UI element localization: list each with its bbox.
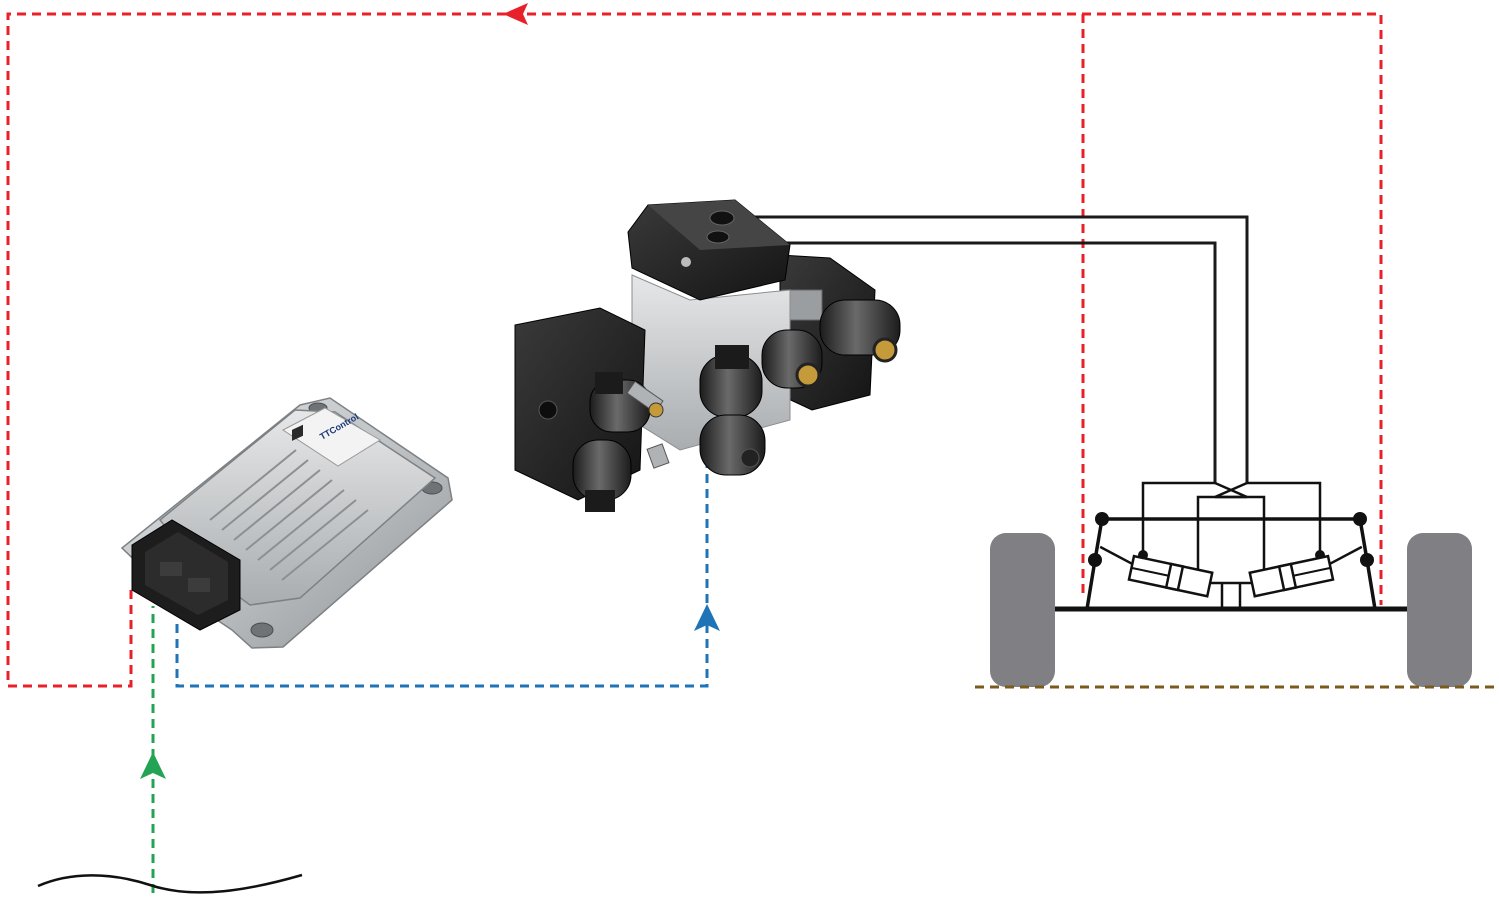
input-signal-wave <box>37 873 303 894</box>
input-arrow-icon <box>140 752 166 779</box>
hydraulic-distribution <box>1141 481 1322 609</box>
solenoid-coil-5 <box>761 329 823 389</box>
hydraulic-line-a <box>742 215 1249 483</box>
valve-bolt <box>681 257 691 267</box>
pivot-joint <box>1088 553 1102 567</box>
ecu-cooling-fins <box>209 449 369 581</box>
valve-port <box>538 400 558 420</box>
pivot-joint <box>1360 553 1374 567</box>
coil-end-cap-icon <box>795 362 821 388</box>
right-hydraulic-cylinder <box>1248 545 1363 598</box>
coil-end-cap-icon <box>872 337 898 363</box>
feedback-arrow-icon <box>503 3 528 25</box>
valve-port <box>706 230 730 244</box>
pivot-joint <box>1095 512 1109 526</box>
valve-fitting <box>626 380 670 469</box>
ecu-mount-hole <box>250 622 274 638</box>
ecu-label-plate <box>282 407 381 467</box>
pivot-joint <box>1353 512 1367 526</box>
input-signal-line <box>140 606 166 893</box>
left-hydraulic-cylinder <box>1099 545 1214 598</box>
ecu-qr-code-icon <box>292 424 303 441</box>
command-arrow-icon <box>694 604 720 631</box>
ecu-connector <box>131 519 241 631</box>
solenoid-coil-4 <box>699 414 766 476</box>
hydraulic-lines <box>742 215 1249 483</box>
axle-assembly <box>990 481 1472 687</box>
right-wheel <box>1407 533 1472 687</box>
left-wheel <box>990 533 1055 687</box>
solenoid-coil-6 <box>819 299 901 363</box>
feedback-line-left-loop <box>6 12 1383 688</box>
solenoid-coil-1 <box>572 439 632 512</box>
hydraulic-valve-block <box>514 199 901 512</box>
hydraulic-line-b <box>742 241 1217 483</box>
feedback-signal-line <box>6 3 1383 688</box>
valve-port <box>709 210 735 226</box>
command-signal-line <box>175 452 720 688</box>
electronic-control-unit: TTControl <box>120 397 453 649</box>
command-line-path <box>175 452 709 688</box>
